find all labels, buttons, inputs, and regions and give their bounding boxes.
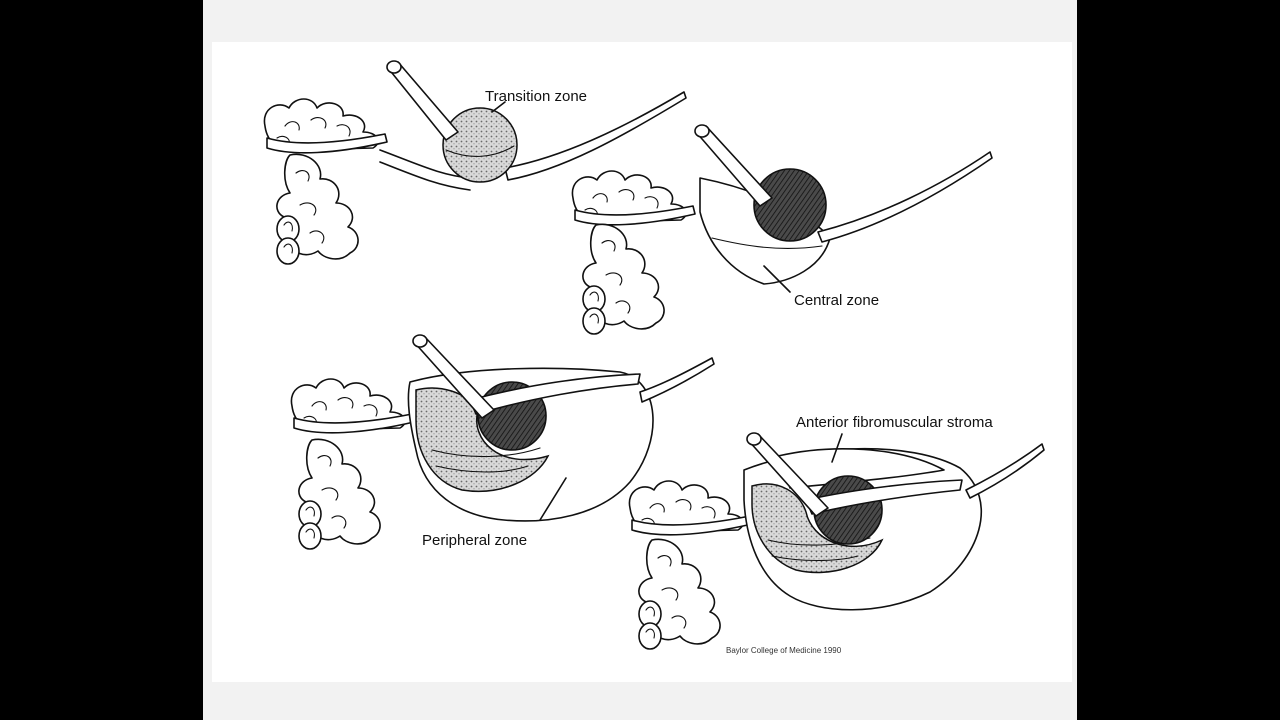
panel-transition-zone: [263, 60, 687, 265]
label-peripheral-zone: Peripheral zone: [422, 532, 527, 549]
label-anterior-fibromuscular-stroma: Anterior fibromuscular stroma: [796, 414, 993, 431]
panel-central-zone: [571, 124, 993, 335]
panel-anterior-stroma: [628, 432, 1045, 650]
label-central-zone: Central zone: [794, 292, 879, 309]
copyright-credit: Baylor College of Medicine 1990: [726, 646, 842, 655]
label-transition-zone: Transition zone: [485, 88, 587, 105]
panel-peripheral-zone: [290, 334, 715, 550]
transition-zone-sphere: [442, 107, 518, 183]
